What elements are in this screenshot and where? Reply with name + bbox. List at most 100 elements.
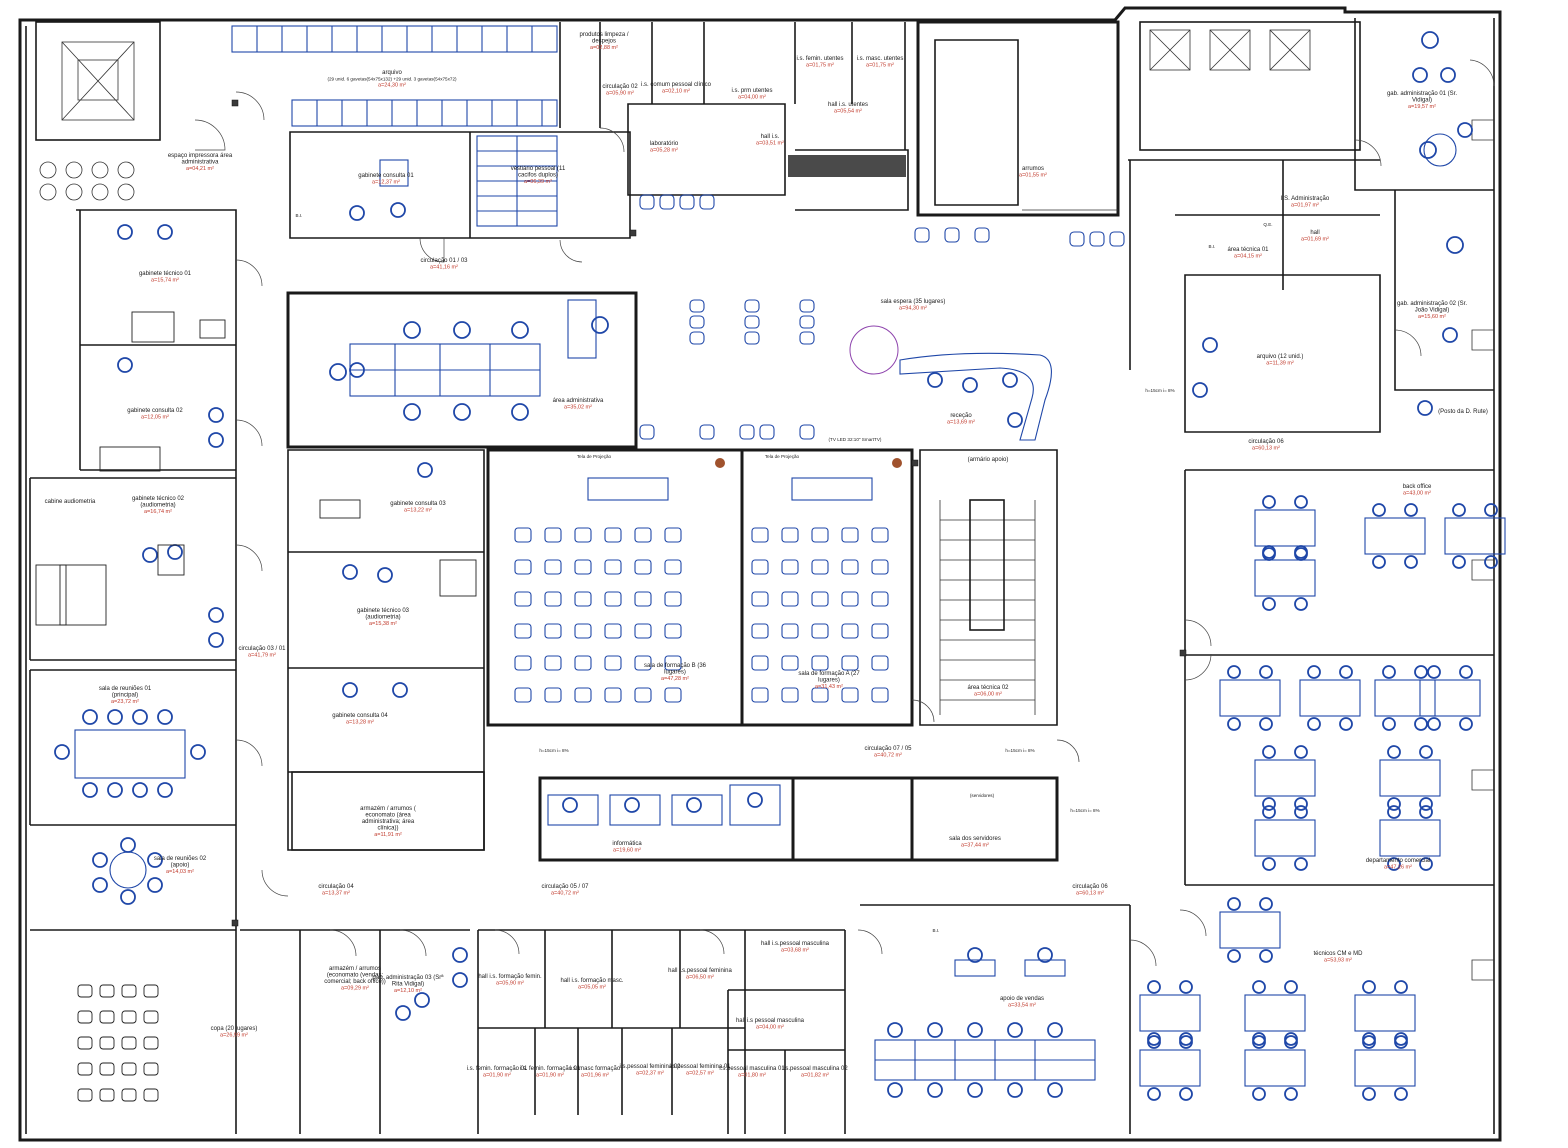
chair: [811, 623, 829, 639]
room-name-arrumos: arrumos: [1022, 166, 1044, 172]
room-name-gab_adm01: gab. administração 01 (Sr.Vidigal): [1387, 91, 1457, 104]
room-area-area_tec01: a=04,15 m²: [1234, 254, 1262, 260]
chair: [634, 655, 652, 671]
chair: [574, 687, 592, 703]
chair: [634, 559, 652, 575]
room-name-gab_cons04: gabinete consulta 04: [332, 713, 388, 719]
chair: [143, 1062, 159, 1076]
chair: [1262, 857, 1276, 871]
chair: [1372, 503, 1386, 517]
chair: [1414, 665, 1428, 679]
note-tv: (TV LED 32:10" SmartTV): [829, 437, 882, 442]
room-area-espaco_imp: a=04,21 m²: [186, 166, 214, 172]
room-area-area_tec02: a=06,00 m²: [974, 692, 1002, 698]
room-area-circ0507: a=40,72 m²: [551, 891, 579, 897]
room-name-copa: copa (20 lugares): [211, 1026, 258, 1032]
chair: [121, 1062, 137, 1076]
archive-cabinets: [231, 25, 558, 227]
chair: [1262, 805, 1276, 819]
chair: [1294, 597, 1308, 611]
chair: [604, 687, 622, 703]
chair: [143, 984, 159, 998]
chair: [841, 623, 859, 639]
room-area-is_prm: a=04,00 m²: [738, 95, 766, 101]
chair: [664, 527, 682, 543]
chair: [1307, 665, 1321, 679]
room-name-gab_cons01: gabinete consulta 01: [358, 173, 414, 179]
chair: [751, 623, 769, 639]
room-area-circ0301: a=41,79 m²: [248, 653, 276, 659]
room-name-dep_comercial: departamento comercial: [1366, 858, 1430, 864]
room-area-arquivo12: a=11,39 m²: [1266, 361, 1294, 367]
room-area-laboratorio: a=05,28 m²: [650, 148, 678, 154]
chair: [1372, 555, 1386, 569]
note-ramp2: h=15cm i= 8%: [1005, 748, 1034, 753]
desk: [1139, 994, 1201, 1032]
chair: [751, 527, 769, 543]
chair: [1227, 897, 1241, 911]
room-area-is_comum: a=02,10 m²: [662, 89, 690, 95]
room-area-arquivo_top: a=24,30 m²: [378, 83, 406, 89]
chair: [871, 655, 889, 671]
room-name-is_admin: I.S. Administração: [1281, 196, 1330, 202]
chair: [751, 655, 769, 671]
stair-top-left: [35, 21, 161, 201]
chair: [634, 591, 652, 607]
chair: [1362, 1087, 1376, 1101]
chair: [781, 591, 799, 607]
chair: [1259, 897, 1273, 911]
room-area-hall_is_pm: a=03,68 m²: [781, 948, 809, 954]
chair: [1452, 503, 1466, 517]
desk: [1219, 679, 1281, 717]
room-area-is_pm01: a=01,80 m²: [738, 1073, 766, 1079]
room-area-gab_tec02: a=16,74 m²: [144, 509, 172, 515]
room-area-is_ff01: a=01,90 m²: [483, 1073, 511, 1079]
doors: [194, 59, 1495, 967]
chair: [77, 1088, 93, 1102]
room-area-vestiario: a=06,39 m²: [524, 179, 552, 185]
room-name-hall_is_ff: hall i.s. formação femin.: [478, 974, 542, 980]
room-area-hall_is_ff: a=05,90 m²: [496, 981, 524, 987]
chair: [99, 984, 115, 998]
desk: [1354, 994, 1416, 1032]
room-name-circ02: circulação 02: [602, 84, 638, 90]
room-name-area_tec01: área técnica 01: [1227, 247, 1269, 253]
chair: [811, 687, 829, 703]
chair: [841, 559, 859, 575]
chair: [1427, 665, 1441, 679]
room-name-area_tec02: área técnica 02: [967, 685, 1009, 691]
room-name-is_pf01: i.s.pessoal feminina 01: [669, 1064, 731, 1070]
room-area-sala_form_b: a=47,28 m²: [661, 676, 689, 682]
chair: [1404, 555, 1418, 569]
chair: [574, 591, 592, 607]
room-area-circ0103: a=41,16 m²: [430, 265, 458, 271]
note-bi3: B.I.: [933, 928, 940, 933]
room-name-is_pm01: i.s.pessoal masculina 01: [719, 1066, 785, 1072]
chair: [544, 559, 562, 575]
room-area-gab_adm01: a=19,57 m²: [1408, 104, 1436, 110]
chair: [781, 623, 799, 639]
room-name-is_prm: i.s. prm utentes: [731, 88, 772, 94]
chair: [1179, 980, 1193, 994]
chair: [143, 1036, 159, 1050]
room-name-gab_tec02: gabinete técnico 02(audiometria): [132, 496, 185, 509]
room-name-hall_is_pm2: hall i.s pessoal masculina: [736, 1018, 805, 1024]
chair: [1427, 717, 1441, 731]
chair: [664, 623, 682, 639]
chair: [1179, 1035, 1193, 1049]
room-area-gab_cons03: a=13,22 m²: [404, 508, 432, 514]
desk: [1254, 759, 1316, 797]
room-name-arquivo12: arquivo (12 unid.): [1257, 354, 1304, 360]
room-name-hall_is_ut: hall i.s. utentes: [828, 102, 868, 108]
chair: [604, 591, 622, 607]
chair: [604, 559, 622, 575]
room-name-is_ff01b: i.s. femin. formação 01: [520, 1066, 581, 1072]
room-name-tecnicos: técnicos CM e MD: [1313, 951, 1363, 957]
desk: [1374, 679, 1436, 717]
note-ramp4: h=15cm i= 8%: [1145, 388, 1174, 393]
room-name-produtos: produtos limpeza /despejos: [579, 32, 628, 45]
